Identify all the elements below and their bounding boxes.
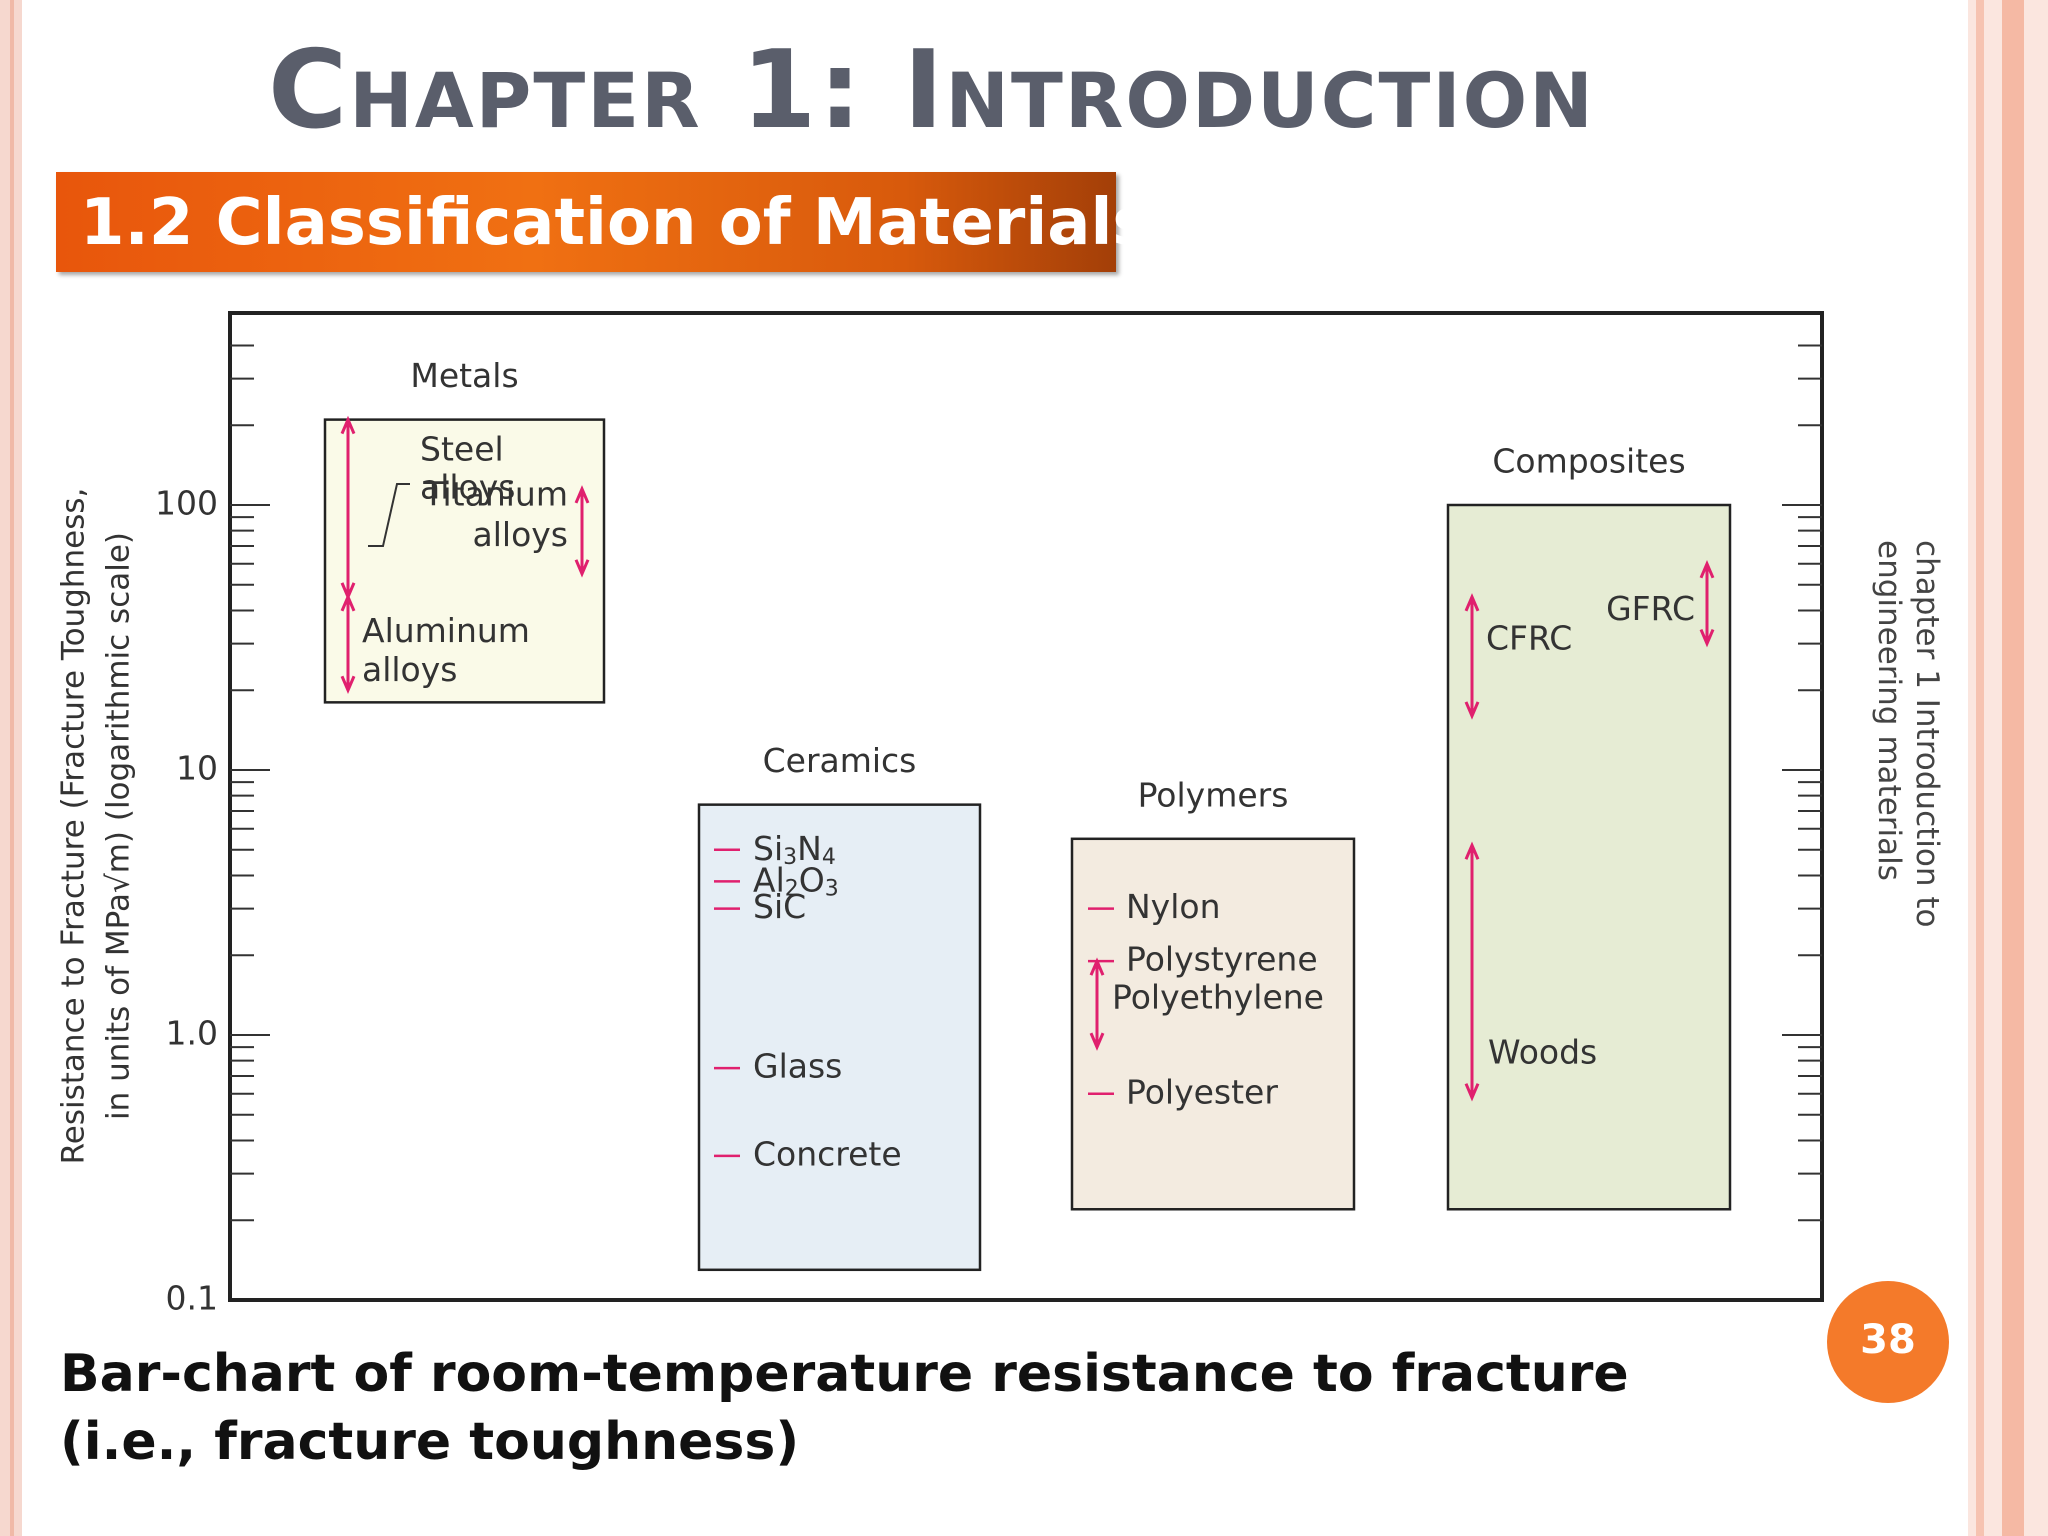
side-note: chapter 1 Introduction to engineering ma… <box>1870 540 1945 1120</box>
composites-cfrc-range-arrow-head-bottom <box>1464 701 1480 720</box>
ceramics-si3n4-label: Si3N4 <box>753 828 836 870</box>
ceramics-glass-label: Glass <box>753 1047 842 1086</box>
metals-titanium-alloys-range-arrow-head-top <box>574 485 590 504</box>
side-note-text: chapter 1 Introduction to engineering ma… <box>1871 540 1945 928</box>
composites-gfrc-range-arrow-head-top <box>1699 559 1715 579</box>
metals-titanium-alloys-range-arrow-head-bottom <box>574 559 590 578</box>
slide-right-border-line <box>1976 0 1984 1536</box>
metals-titanium-alloys-label: Titanium <box>422 475 568 514</box>
polymers-label: Polymers <box>1138 775 1289 814</box>
polymers-polyethylene-range-arrow-head-top <box>1089 957 1105 976</box>
composites-label: Composites <box>1492 442 1685 481</box>
slide-right-border <box>1968 0 2048 1536</box>
polymers-polyethylene-range-arrow-head-bottom <box>1089 1032 1105 1051</box>
y-tick-label: 0.1 <box>166 1279 218 1318</box>
ceramics-al2o3-label: Al2O3 <box>753 860 839 902</box>
composites-woods-label: Woods <box>1488 1032 1597 1071</box>
ceramics-sic-label: SiC <box>753 887 806 926</box>
composites-cfrc-range-arrow-head-top <box>1464 593 1480 612</box>
composites-woods-range-arrow-head-bottom <box>1464 1083 1480 1102</box>
page-number: 38 <box>1860 1317 1916 1363</box>
metals-box <box>323 418 606 704</box>
ceramics-concrete-label: Concrete <box>753 1134 902 1173</box>
y-axis-label-line2: in units of MPa√m) (logarithmic scale) <box>101 532 137 1120</box>
metals-aluminum-alloys-label: Aluminum <box>362 611 530 650</box>
page-number-badge: 38 <box>1827 1281 1949 1403</box>
slide-caption: Bar-chart of room-temperature resistance… <box>60 1344 1629 1472</box>
section-banner: 1.2 Classification of Materials <box>56 172 1150 272</box>
ceramics-label: Ceramics <box>763 741 917 780</box>
composites-cfrc-label: CFRC <box>1486 618 1572 657</box>
metals-aluminum-alloys-label-line2: alloys <box>362 650 457 689</box>
metals-aluminum-alloys-range-arrow-head-top <box>340 593 356 612</box>
polymers-nylon-label: Nylon <box>1126 887 1221 926</box>
page-title: Chapter 1: Introduction <box>268 28 1595 153</box>
y-tick-label: 100 <box>155 484 218 523</box>
polymers-polystyrene-label: Polystyrene <box>1126 940 1318 979</box>
composites-woods-range-arrow-head-top <box>1464 841 1480 860</box>
slide-left-border-line <box>10 0 14 1536</box>
polymers-polyethylene-label: Polyethylene <box>1112 977 1324 1016</box>
metals-steel-alloys-range-arrow-head-top <box>340 415 356 435</box>
composites-gfrc-range-arrow-head-bottom <box>1699 628 1715 648</box>
metals-steel-alloys-leader <box>368 483 410 548</box>
y-tick-label: 10 <box>176 749 218 788</box>
metals-steel-alloys-label-line2: alloys <box>420 467 515 506</box>
composites-gfrc-label: GFRC <box>1606 589 1695 628</box>
metals-titanium-alloys-label-line2: alloys <box>473 515 568 554</box>
metals-steel-alloys-label: Steel <box>420 429 504 468</box>
metals-aluminum-alloys-range-arrow-head-bottom <box>340 675 356 695</box>
y-tick-label: 1.0 <box>166 1014 218 1053</box>
polymers-polyester-label: Polyester <box>1126 1072 1278 1111</box>
polymers-box <box>1070 837 1356 1211</box>
slide-left-border <box>0 0 22 1536</box>
metals-label: Metals <box>410 356 518 395</box>
y-axis-label: Resistance to Fracture (Fracture Toughne… <box>56 488 92 1165</box>
ceramics-box <box>697 803 982 1272</box>
section-title: 1.2 Classification of Materials <box>80 186 1151 260</box>
composites-box <box>1446 503 1732 1211</box>
slide-right-border-band <box>2002 0 2024 1536</box>
